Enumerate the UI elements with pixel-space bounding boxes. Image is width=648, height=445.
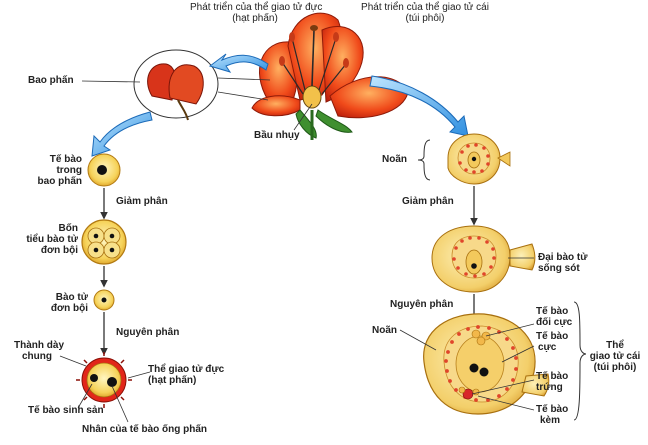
- ovule-top-label: Noãn: [382, 154, 407, 165]
- anther-label: Bao phấn: [28, 75, 74, 86]
- polar-label-line2: cực: [538, 342, 557, 353]
- egg-label-line2: trứng: [536, 382, 563, 393]
- egg-label-line1: Tế bào: [536, 371, 569, 382]
- wall-label-line2: chung: [22, 351, 52, 362]
- male-mitosis-label: Nguyên phân: [116, 327, 180, 338]
- female-meiosis-label: Giảm phân: [402, 196, 454, 207]
- wall-label-line1: Thành dày: [14, 340, 65, 351]
- tetrad-label-line1: Bốn: [58, 223, 78, 234]
- ovule-bottom-label: Noãn: [372, 325, 397, 336]
- embryo-sac-label-line3: (túi phôi): [593, 362, 637, 373]
- male-gametophyte-line2: (hạt phấn): [148, 375, 197, 386]
- polar-label-line1: Tế bào: [536, 331, 569, 342]
- male-cell-label-line3: bao phấn: [37, 176, 82, 187]
- synergid-label-line1: Tế bào: [536, 404, 569, 415]
- blue-arrow-left-down: [91, 111, 153, 157]
- male-development: [59, 153, 151, 423]
- male-header-title: Phát triển của thể giao tử đực: [190, 2, 323, 13]
- spore-label-line2: đơn bội: [50, 303, 88, 314]
- noan-bracket: [417, 139, 431, 181]
- embryo-sac-label-line1: Thể: [606, 340, 624, 351]
- tetrad-label-line3: đơn bội: [40, 245, 78, 256]
- female-header-subtitle: (túi phôi): [405, 13, 445, 24]
- megaspore-label-line1: Đại bào tử: [538, 252, 588, 263]
- tetrad-label-line2: tiểu bào tử: [26, 234, 78, 245]
- spore-label-line1: Bào tử: [55, 292, 88, 303]
- female-development: [399, 133, 550, 415]
- synergid-label-line2: kèm: [540, 415, 561, 426]
- flower-illustration: [251, 12, 409, 140]
- male-header-subtitle: (hạt phấn): [232, 13, 278, 24]
- embryo-sac-label-line2: giao tử cái: [589, 351, 641, 362]
- blue-arrow-to-anther: [208, 53, 269, 73]
- anther-magnified: [133, 49, 271, 121]
- male-meiosis-label: Giảm phân: [116, 196, 168, 207]
- tube-nucleus-label: Nhân của tế bào ống phấn: [82, 424, 208, 435]
- megaspore-label-line2: sống sót: [538, 263, 580, 274]
- female-mitosis-label: Nguyên phân: [390, 299, 454, 310]
- antipodal-label-line1: Tế bào: [536, 306, 569, 317]
- antipodal-label-line2: đối cực: [536, 317, 573, 328]
- ovary-label: Bầu nhụy: [254, 130, 300, 141]
- female-header-title: Phát triển của thể giao tử cái: [361, 2, 489, 13]
- male-cell-label-line2: trong: [56, 165, 82, 176]
- embryo-sac-bracket: [573, 301, 587, 421]
- male-cell-label-line1: Tế bào: [49, 154, 82, 165]
- male-gametophyte-line1: Thể giao tử đực: [148, 364, 225, 375]
- generative-cell-label: Tế bào sinh sản: [28, 405, 104, 416]
